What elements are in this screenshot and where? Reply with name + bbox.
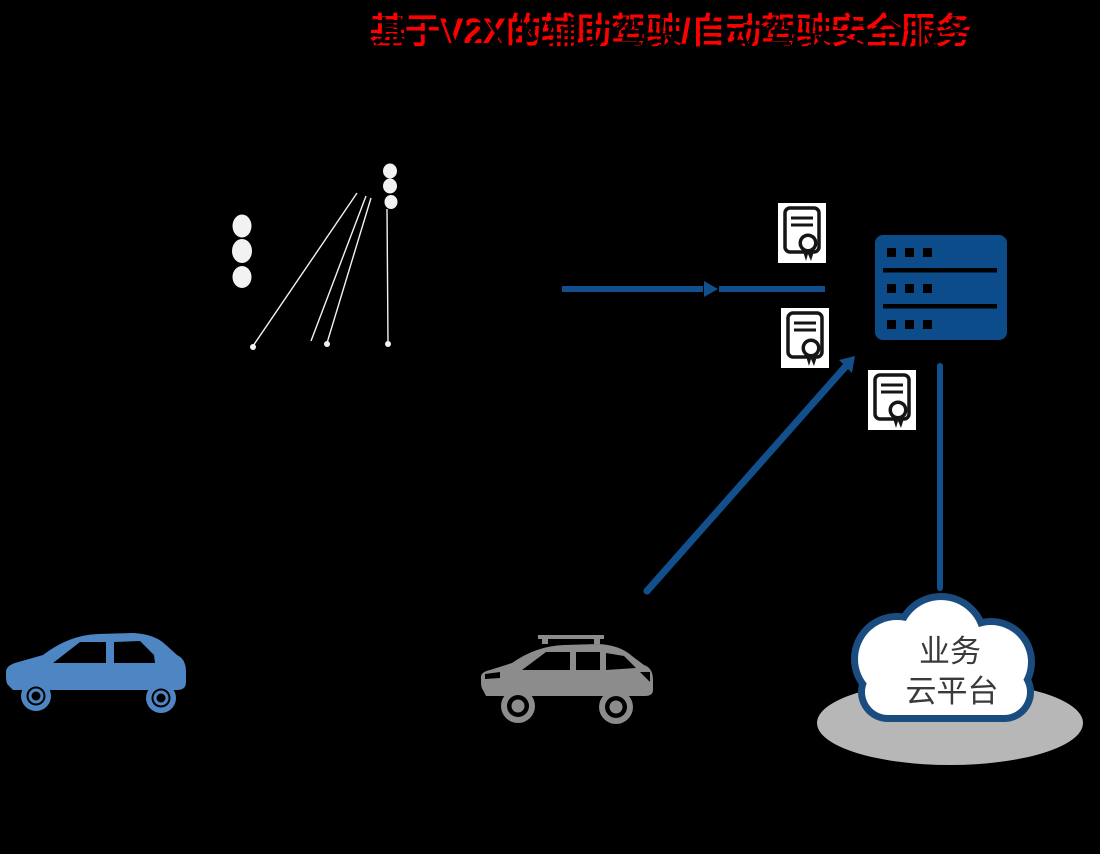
page-title-red-layer: 基于V2X的辅助驾驶/自动驾驶安全服务	[370, 12, 971, 51]
traffic-light-far-icon	[383, 163, 398, 209]
page-title: 基于V2X的辅助驾驶/自动驾驶安全服务 基于V2X的辅助驾驶/自动驾驶安全服务	[370, 12, 1030, 64]
cloud-label-line1: 业务	[919, 634, 981, 669]
connector-diagonal	[643, 356, 855, 595]
certificate-icon	[866, 368, 918, 432]
v2x-signal-lines	[250, 192, 391, 350]
connector-arrow-icon	[704, 281, 718, 297]
connector-horizontal	[562, 281, 825, 297]
traffic-light-near-icon	[232, 214, 252, 288]
certificate-icon	[779, 306, 831, 370]
cloud-icon: 业务 云平台	[851, 593, 1035, 722]
car-gray-icon	[481, 635, 653, 724]
connector-arrowhead-icon	[839, 356, 855, 373]
car-blue-icon	[6, 633, 186, 713]
server-icon	[875, 235, 1007, 340]
cloud-label-line2: 云平台	[906, 674, 999, 709]
certificate-icon	[776, 201, 828, 265]
page-title-shadow-layer: 基于V2X的辅助驾驶/自动驾驶安全服务	[374, 16, 975, 55]
